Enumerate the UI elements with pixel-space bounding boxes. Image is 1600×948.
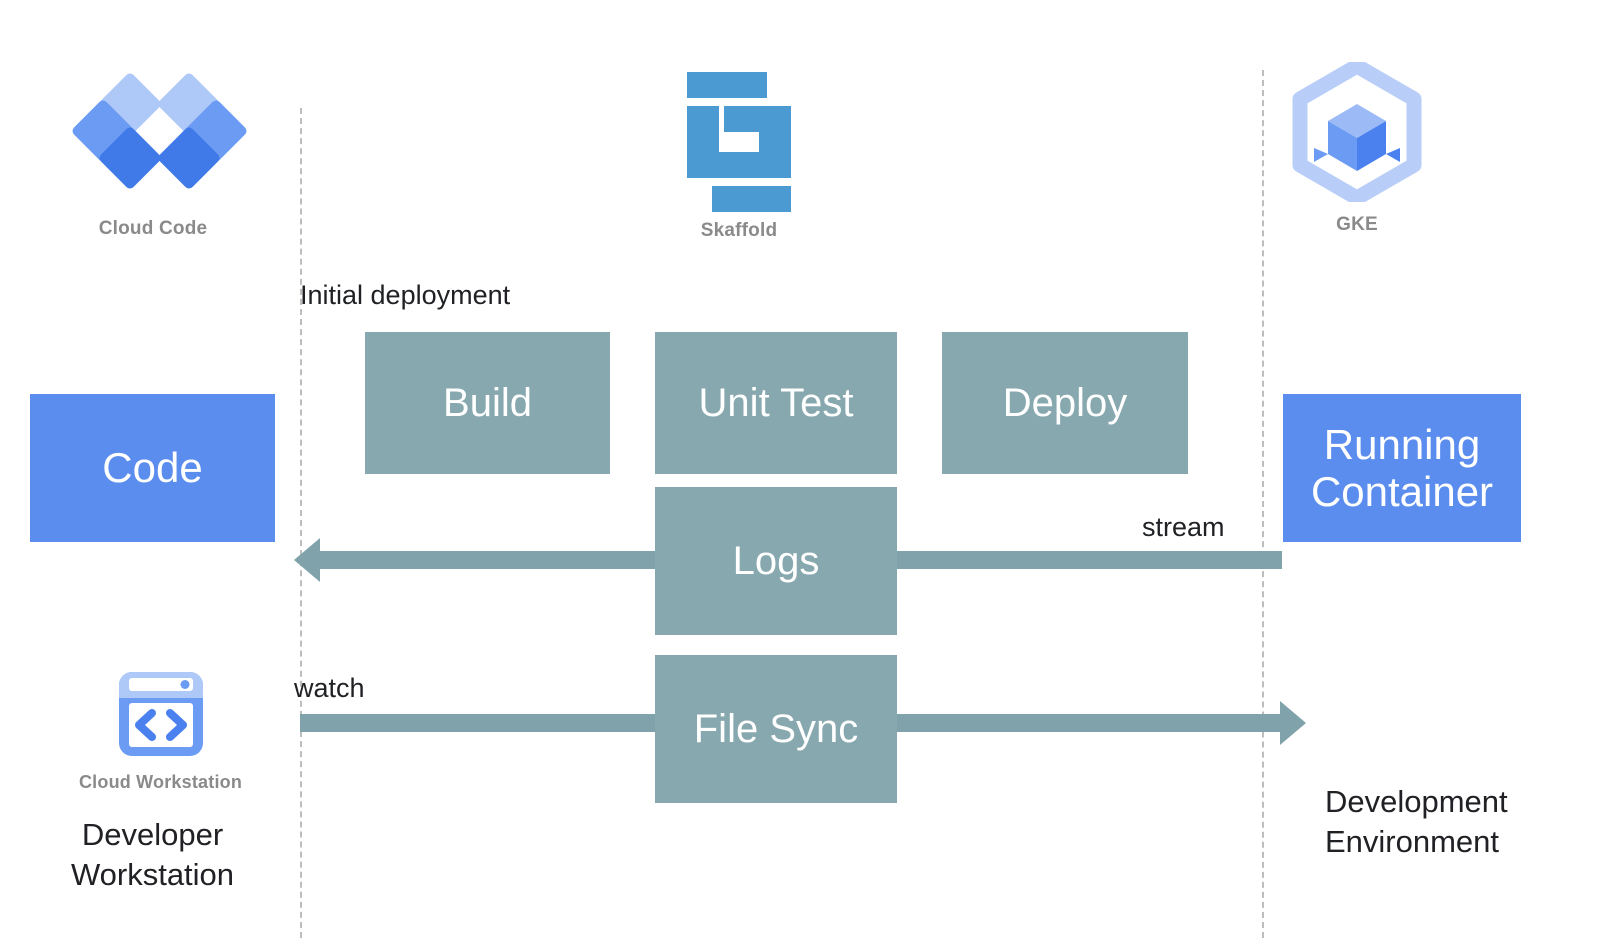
gke-icon [1292, 58, 1422, 206]
flow-label-initial-deployment: Initial deployment [300, 280, 511, 310]
lane-divider-left [300, 108, 302, 938]
logo-cloud-code-caption: Cloud Code [98, 218, 208, 239]
stage-file-sync: File Sync [655, 655, 897, 803]
arrow-logs-head [294, 538, 320, 582]
skaffold-icon [679, 68, 799, 212]
lane-divider-right [1262, 70, 1264, 938]
cloud-workstation-caption: Cloud Workstation [78, 772, 243, 792]
stage-build: Build [365, 332, 610, 474]
flow-label-stream: stream [1142, 512, 1225, 542]
logo-skaffold: Skaffold [679, 68, 799, 242]
gke-icon-svg [1292, 58, 1422, 206]
flow-label-watch: watch [294, 673, 365, 703]
stage-deploy: Deploy [942, 332, 1188, 474]
stage-logs: Logs [655, 487, 897, 635]
cloud-code-icon [70, 71, 249, 198]
stage-unit-test: Unit Test [655, 332, 897, 474]
arrow-file-sync-head [1280, 701, 1306, 745]
endpoint-running-container: Running Container [1283, 394, 1521, 542]
logo-cloud-code: Cloud Code [68, 71, 249, 240]
zone-label-developer-workstation: Developer Workstation [70, 817, 235, 892]
cloud-workstation-icon-svg [118, 672, 203, 756]
cloud-workstation-icon [115, 668, 207, 760]
logo-gke: GKE [1292, 58, 1422, 236]
logo-skaffold-caption: Skaffold [700, 220, 778, 241]
endpoint-code: Code [30, 394, 275, 542]
logo-gke-caption: GKE [1336, 214, 1378, 235]
zone-label-development-environment: Development Environment [1325, 784, 1508, 859]
icon-cloud-workstation: Cloud Workstation [58, 668, 263, 793]
